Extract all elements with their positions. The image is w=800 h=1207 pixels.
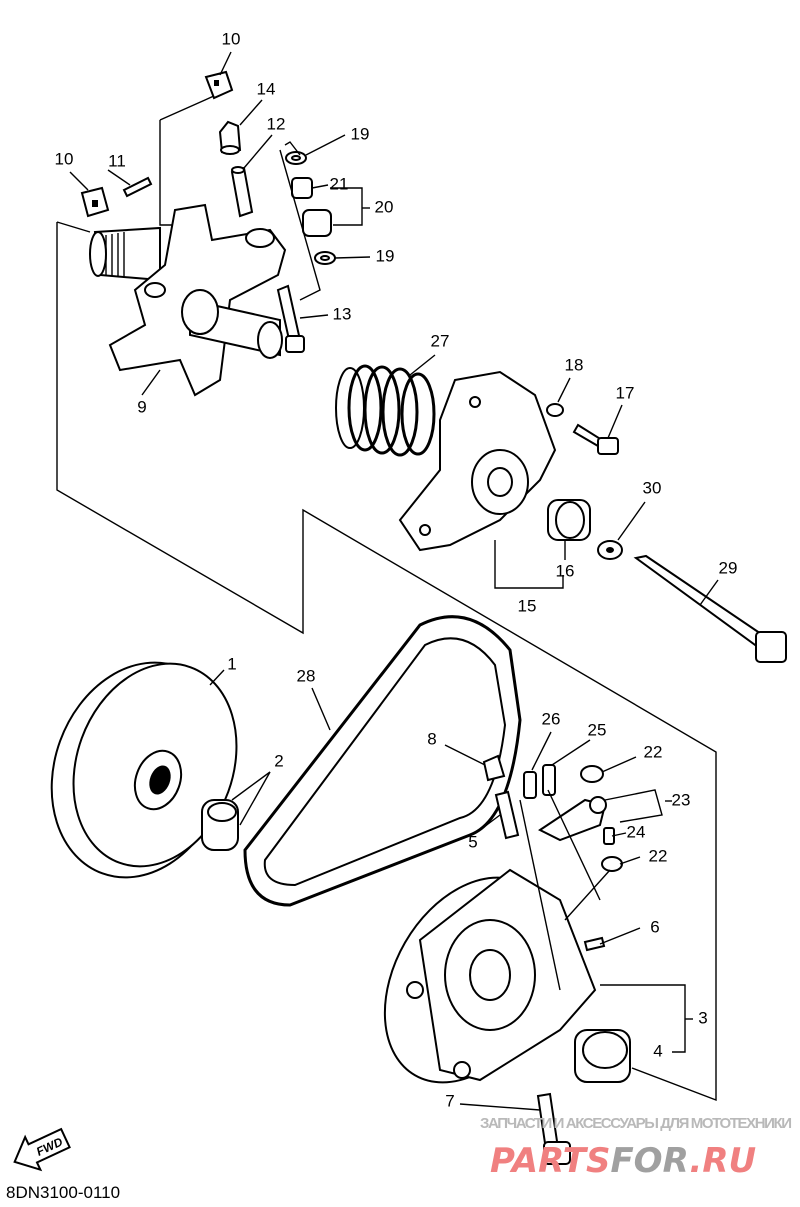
part-23-arm[interactable] — [538, 796, 607, 842]
callout-21: 21 — [330, 174, 349, 193]
callout-26: 26 — [542, 709, 561, 728]
callout-4: 4 — [653, 1041, 662, 1060]
callout-labels: 10 14 12 19 10 11 21 20 19 13 27 18 17 9… — [55, 29, 738, 1110]
callout-2: 2 — [274, 751, 283, 770]
callout-11: 11 — [108, 151, 126, 170]
callout-19: 19 — [351, 124, 370, 143]
callout-22: 22 — [644, 742, 663, 761]
part-7-bolt[interactable] — [536, 1092, 571, 1165]
diagram-code: 8DN3100-0110 — [6, 1183, 121, 1202]
callout-30: 30 — [643, 478, 662, 497]
callout-16: 16 — [556, 561, 575, 580]
part-9-secondary-hub[interactable] — [89, 203, 287, 397]
callout-8: 8 — [427, 729, 436, 748]
part-2-bushing[interactable] — [201, 799, 239, 851]
callout-17: 17 — [616, 383, 635, 402]
part-21-bushing[interactable] — [291, 177, 313, 199]
callout-20: 20 — [375, 197, 394, 216]
callout-7: 7 — [445, 1091, 454, 1110]
callout-25: 25 — [588, 720, 607, 739]
callout-10: 10 — [222, 29, 241, 48]
callout-22: 22 — [649, 846, 668, 865]
part-3-movable-sheave[interactable] — [350, 847, 597, 1113]
part-28-drive-belt[interactable] — [243, 615, 522, 907]
part-18-washer[interactable] — [546, 403, 564, 417]
callout-15: 15 — [518, 596, 537, 615]
callout-10: 10 — [55, 149, 74, 168]
callout-24: 24 — [627, 822, 646, 841]
callout-27: 27 — [431, 331, 450, 350]
part-19-washer-top[interactable] — [285, 151, 307, 165]
callout-19: 19 — [376, 246, 395, 265]
watermark: ЗАПЧАСТИ И АКСЕССУАРЫ ДЛЯ МОТОТЕХНИКИ PA… — [480, 1115, 792, 1181]
callout-13: 13 — [333, 304, 352, 323]
callout-18: 18 — [565, 355, 584, 374]
part-8-cap[interactable] — [482, 754, 506, 782]
part-16-bushing[interactable] — [547, 499, 591, 541]
part-11-pin[interactable] — [122, 176, 153, 198]
callout-28: 28 — [297, 666, 316, 685]
callout-23: 23 — [672, 790, 691, 809]
part-25-screw[interactable] — [542, 764, 556, 796]
watermark-brand: PARTSFOR.RU — [490, 1141, 756, 1181]
part-17-bolt[interactable] — [572, 423, 619, 455]
part-12-pin[interactable] — [230, 166, 254, 218]
part-15-bracket — [494, 540, 564, 589]
part-29-bolt[interactable] — [633, 554, 787, 663]
callout-1: 1 — [227, 654, 236, 673]
leader-lines — [69, 51, 719, 1111]
part-4-bushing[interactable] — [574, 1029, 631, 1083]
part-14-cap[interactable] — [218, 120, 242, 155]
callout-9: 9 — [137, 397, 146, 416]
fwd-direction-arrow: FWD — [13, 1127, 71, 1172]
callout-3: 3 — [698, 1008, 707, 1027]
part-15-cover[interactable] — [398, 370, 557, 552]
part-22-washer-top[interactable] — [580, 765, 604, 783]
part-6-pin[interactable] — [583, 936, 606, 952]
watermark-tagline: ЗАПЧАСТИ И АКСЕССУАРЫ ДЛЯ МОТОТЕХНИКИ — [480, 1115, 792, 1132]
part-30-washer[interactable] — [597, 540, 623, 560]
callout-12: 12 — [267, 114, 286, 133]
part-27-spring[interactable] — [335, 364, 436, 457]
part-1-fixed-sheave[interactable] — [23, 638, 264, 903]
part-13-bolt[interactable] — [276, 284, 305, 353]
part-22-washer-bottom[interactable] — [601, 856, 623, 872]
part-10-slider-left[interactable] — [80, 186, 110, 218]
part-20-roller[interactable] — [302, 209, 332, 237]
callout-14: 14 — [257, 79, 276, 98]
part-19-washer-bottom[interactable] — [314, 251, 336, 265]
part-5-shaft[interactable] — [494, 790, 520, 840]
part-10-slider-top[interactable] — [204, 70, 234, 100]
callout-6: 6 — [650, 917, 659, 936]
callout-5: 5 — [468, 832, 477, 851]
watermark-brand-b: FOR — [610, 1141, 689, 1181]
watermark-brand-a: PARTS — [490, 1141, 610, 1181]
part-26-pin[interactable] — [523, 771, 537, 799]
callout-29: 29 — [719, 558, 738, 577]
watermark-brand-c: .RU — [689, 1141, 756, 1181]
